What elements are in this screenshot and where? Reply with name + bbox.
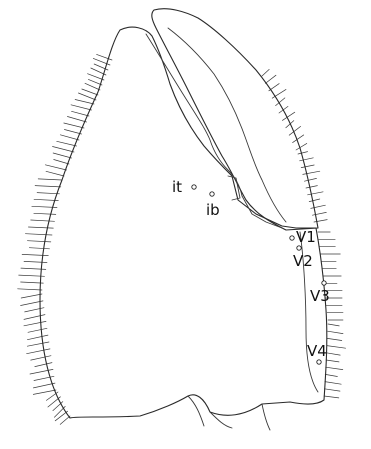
seta [262, 69, 269, 76]
seta [296, 143, 307, 150]
seta [303, 171, 320, 174]
label-v3: V3 [310, 287, 330, 305]
seta [300, 158, 314, 161]
seta [328, 324, 339, 326]
base-articulation [188, 396, 270, 430]
seta [27, 335, 48, 340]
seta [60, 135, 79, 140]
seta [24, 315, 45, 320]
seta [306, 186, 317, 188]
seta [24, 261, 47, 262]
seta [24, 321, 46, 325]
fixed-finger-edge [146, 34, 282, 228]
label-ib: ib [206, 201, 220, 219]
seta [327, 346, 346, 349]
trichobothrium-v1 [290, 236, 294, 240]
seta [37, 193, 59, 194]
seta [85, 83, 100, 90]
seta [72, 111, 90, 116]
seta [53, 147, 75, 153]
seta [324, 389, 340, 391]
seta [60, 416, 70, 424]
seta [18, 289, 42, 290]
seta [46, 392, 58, 400]
seta [272, 89, 286, 98]
seta [325, 374, 337, 376]
seta [64, 123, 84, 128]
seta [21, 294, 42, 298]
seta [64, 130, 81, 135]
seta [25, 234, 52, 235]
seta [28, 328, 47, 332]
seta [57, 141, 77, 146]
seta [35, 363, 52, 367]
seta [88, 74, 105, 80]
seta [82, 89, 98, 95]
seta [30, 369, 53, 374]
seta [53, 153, 71, 158]
seta [31, 220, 55, 221]
seta [22, 254, 48, 255]
finger-inner-line [168, 28, 286, 222]
seta [27, 241, 50, 242]
articulation-notch [228, 176, 240, 200]
seta [21, 268, 46, 269]
seta [33, 390, 56, 394]
label-it: it [172, 178, 182, 196]
seta [28, 227, 53, 228]
seta [53, 402, 63, 411]
seta [54, 160, 69, 165]
seta [67, 117, 86, 123]
label-v4: V4 [307, 342, 327, 360]
seta [27, 349, 50, 354]
seta [35, 186, 61, 187]
trichobothrium-v3 [322, 281, 326, 285]
seta [298, 152, 308, 154]
seta [38, 179, 62, 180]
trichobothrium-v4 [317, 360, 321, 364]
seta [46, 171, 64, 176]
seta [265, 75, 276, 83]
trichobothrium-it [192, 185, 196, 189]
seta [27, 342, 49, 346]
label-v2: V2 [293, 252, 313, 270]
trichobothrium-ib [210, 192, 214, 196]
seta [327, 338, 342, 340]
seta [308, 192, 324, 195]
seta [34, 213, 56, 214]
seta [326, 353, 340, 355]
seta [29, 248, 49, 249]
seta [326, 360, 339, 362]
seta [31, 356, 51, 360]
seta [304, 178, 316, 181]
seta [301, 165, 314, 168]
seta [309, 199, 320, 202]
trichobothrium-v2 [297, 246, 301, 250]
seta [324, 396, 339, 398]
movable-finger-outline [152, 9, 318, 230]
seta [325, 382, 341, 385]
label-v1: V1 [296, 228, 316, 246]
seta [326, 367, 343, 369]
seta [78, 93, 96, 100]
seta [311, 205, 326, 208]
seta [328, 331, 343, 333]
seta [45, 165, 66, 170]
hand-outline [40, 27, 327, 418]
seta [25, 308, 44, 312]
seta [71, 105, 92, 110]
seta [75, 100, 94, 105]
seta [312, 212, 326, 215]
